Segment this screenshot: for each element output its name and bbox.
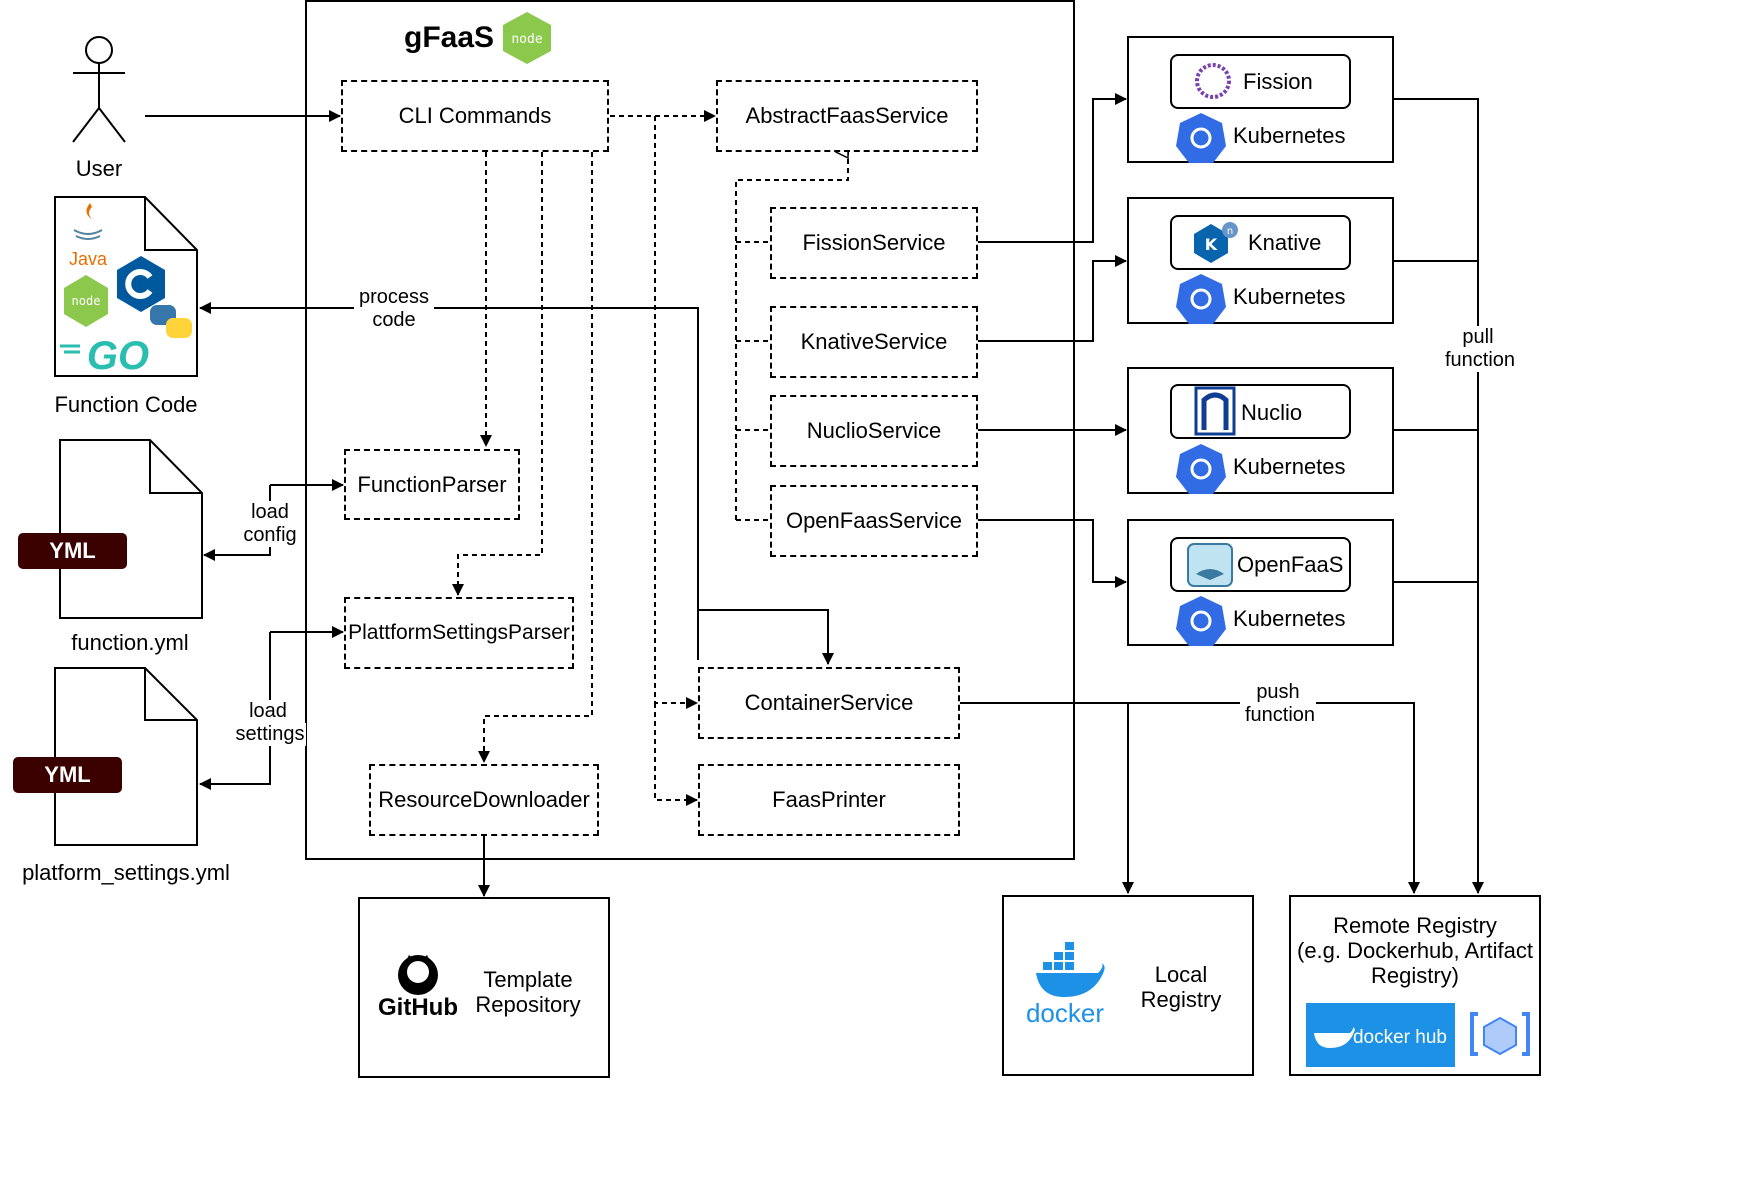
solid-connectors xyxy=(145,93,1484,897)
fission-service-to-fission-edge xyxy=(978,93,1127,243)
docker-icon xyxy=(1036,942,1105,997)
go-icon xyxy=(60,344,80,354)
openfaas-label: OpenFaaS xyxy=(1237,552,1344,577)
resource-downloader-box: ResourceDownloader xyxy=(369,764,599,836)
platform-settings-parser-box: PlattformSettingsParser xyxy=(344,597,574,669)
java-icon xyxy=(73,203,103,240)
faas-printer-box: FaasPrinter xyxy=(698,764,960,836)
function-code-label: Function Code xyxy=(54,392,198,417)
gfaas-title: gFaaS xyxy=(404,21,494,54)
remote-registry-label-2: (e.g. Dockerhub, Artifact xyxy=(1297,938,1533,963)
function-yml-label: function.yml xyxy=(71,630,189,655)
node-logo-text: node xyxy=(511,32,542,47)
template-repository-label-2: Repository xyxy=(475,992,581,1017)
template-repository-box xyxy=(358,897,610,1078)
inheritance-edge xyxy=(735,152,849,520)
dockerhub-icon xyxy=(1306,1003,1455,1067)
dashed-connectors xyxy=(452,110,849,806)
cli-to-downloader-edge xyxy=(478,152,593,763)
artifact-registry-icon xyxy=(1470,1012,1530,1056)
pull-function-label-1: pull xyxy=(1440,326,1516,349)
push-function-label-1: push xyxy=(1240,681,1316,704)
user-label: User xyxy=(75,156,123,181)
docker-wordmark: docker xyxy=(1026,998,1104,1028)
fission-label: Fission xyxy=(1243,69,1313,94)
platform-settings-yml-badge: YML xyxy=(13,757,122,793)
nuclio-icon xyxy=(1194,386,1236,436)
github-icon xyxy=(398,955,438,995)
cli-to-container-dashed-edge xyxy=(654,116,698,709)
knative-label: Knative xyxy=(1248,230,1322,255)
nuclio-service-box: NuclioService xyxy=(770,395,978,467)
java-logo-text: Java xyxy=(69,249,108,269)
kubernetes-icon-fission xyxy=(1176,113,1226,163)
push-function-label-2: function xyxy=(1240,704,1320,727)
template-repository-label-1: Template xyxy=(483,967,573,992)
platform-settings-document-icon xyxy=(54,667,198,846)
user-icon xyxy=(72,36,126,143)
knative-service-to-knative-edge xyxy=(978,255,1127,342)
gfaas-node-logo-icon xyxy=(501,10,554,65)
kubernetes-icon-openfaas xyxy=(1176,596,1226,646)
python-icon xyxy=(150,305,192,338)
svg-text:n: n xyxy=(1227,226,1233,237)
knative-icon: K n xyxy=(1194,222,1238,263)
push-function-edge xyxy=(960,702,1420,894)
kubernetes-icon-knative xyxy=(1176,274,1226,324)
abstract-faas-service-box: AbstractFaasService xyxy=(716,80,978,152)
fission-kubernetes-label: Kubernetes xyxy=(1233,123,1346,148)
nuclio-kubernetes-label: Kubernetes xyxy=(1233,454,1346,479)
local-registry-label-2: Registry xyxy=(1140,987,1222,1012)
local-registry-label-1: Local xyxy=(1154,962,1208,987)
svg-text:K: K xyxy=(1205,235,1218,254)
pull-function-label-2: function xyxy=(1440,349,1520,372)
cpp-icon xyxy=(117,256,165,312)
function-yml-badge: YML xyxy=(18,533,127,569)
process-code-label-2: code xyxy=(372,309,416,331)
function-parser-box: FunctionParser xyxy=(344,449,520,520)
cli-to-platform-parser-edge xyxy=(452,152,543,596)
go-logo-text: GO xyxy=(87,334,149,378)
openfaas-service-to-openfaas-edge xyxy=(978,519,1127,588)
load-config-label-2: config xyxy=(240,524,300,547)
openfaas-icon xyxy=(1187,543,1233,587)
knative-service-box: KnativeService xyxy=(770,306,978,378)
remote-registry-label-1: Remote Registry xyxy=(1333,913,1497,938)
fission-icon xyxy=(1195,63,1231,99)
platform-settings-yml-label: platform_settings.yml xyxy=(22,860,230,885)
node-icon-small xyxy=(64,275,108,327)
pull-function-edge xyxy=(1393,98,1484,894)
knative-kubernetes-label: Kubernetes xyxy=(1233,284,1346,309)
cli-to-container-edge xyxy=(698,609,834,665)
cli-to-printer-edge xyxy=(654,703,698,806)
nuclio-label: Nuclio xyxy=(1241,400,1303,425)
openfaas-kubernetes-label: Kubernetes xyxy=(1233,606,1346,631)
cli-commands-box: CLI Commands xyxy=(341,80,609,152)
dockerhub-wordmark: docker hub xyxy=(1353,1027,1447,1048)
function-yml-document-icon xyxy=(59,439,203,619)
process-code-label-1: process xyxy=(354,286,434,309)
fission-service-box: FissionService xyxy=(770,207,978,279)
load-config-label-1: load xyxy=(240,501,300,524)
github-wordmark: GitHub xyxy=(378,994,458,1021)
node-logo-text-small: node xyxy=(72,294,101,308)
load-settings-label-2: settings xyxy=(234,723,306,746)
load-settings-label-1: load xyxy=(234,700,302,723)
container-service-box: ContainerService xyxy=(698,667,960,739)
kubernetes-icon-nuclio xyxy=(1176,444,1226,494)
load-settings-edge-b xyxy=(199,632,271,790)
openfaas-service-box: OpenFaasService xyxy=(770,485,978,557)
remote-registry-label-3: Registry) xyxy=(1370,963,1459,988)
